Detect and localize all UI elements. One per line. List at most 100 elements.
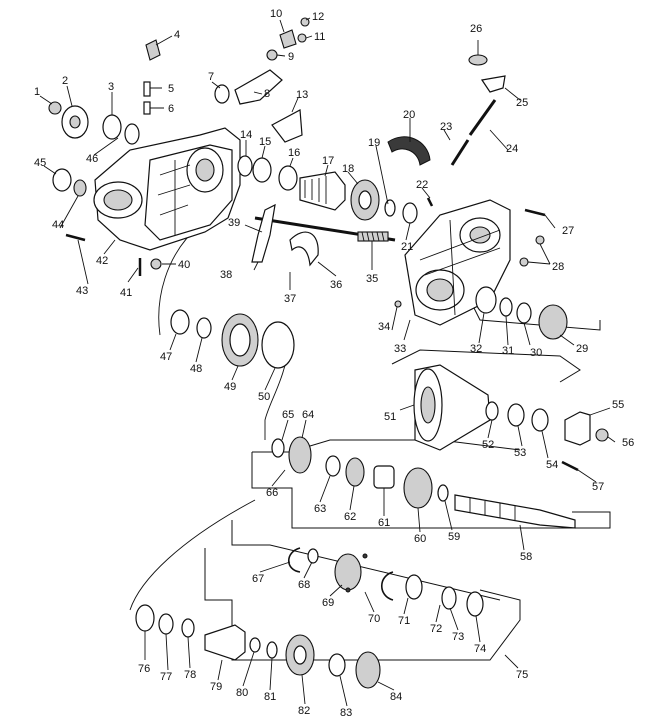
- shift-fork-36: [289, 231, 319, 267]
- callout-56: 56: [622, 437, 634, 449]
- callout-61: 61: [378, 517, 390, 529]
- ring-52: [485, 401, 499, 421]
- callout-78: 78: [184, 669, 196, 681]
- callout-52: 52: [482, 439, 494, 451]
- callout-83: 83: [340, 707, 352, 719]
- callout-16: 16: [288, 147, 300, 159]
- callout-50: 50: [258, 391, 270, 403]
- shaft-58-splines: [469, 498, 516, 520]
- callout-63: 63: [314, 503, 326, 515]
- callout-39: 39: [228, 217, 240, 229]
- callout-12: 12: [312, 11, 324, 23]
- callout-81: 81: [264, 691, 276, 703]
- callout-79: 79: [210, 681, 222, 693]
- sprocket-49-hub: [229, 323, 251, 357]
- callout-60: 60: [414, 533, 426, 545]
- sleeve-61: [373, 465, 395, 489]
- bearing-74: [466, 591, 484, 617]
- callout-40: 40: [178, 259, 190, 271]
- callout-65: 65: [282, 409, 294, 421]
- dowel-28b: [519, 257, 529, 267]
- callout-1: 1: [34, 86, 40, 98]
- callout-68: 68: [298, 579, 310, 591]
- callout-48: 48: [190, 363, 202, 375]
- callout-8: 8: [264, 88, 270, 100]
- ring-77: [158, 613, 174, 635]
- callout-45: 45: [34, 157, 46, 169]
- callout-41: 41: [120, 287, 132, 299]
- bolt-27: [524, 208, 546, 217]
- callout-76: 76: [138, 663, 150, 675]
- chain-sprocket-parts: [170, 309, 295, 369]
- callout-62: 62: [344, 511, 356, 523]
- bearing-32: [475, 286, 497, 314]
- bolt-57: [561, 460, 579, 472]
- callout-29: 29: [576, 343, 588, 355]
- callout-36: 36: [330, 279, 342, 291]
- pin-6: [143, 101, 151, 115]
- callout-14: 14: [240, 129, 252, 141]
- callout-32: 32: [470, 343, 482, 355]
- extension-51-bore: [420, 386, 436, 424]
- ring-68: [307, 548, 319, 564]
- chain-20: [387, 136, 431, 166]
- rear-top-fittings: [450, 54, 546, 267]
- ring-80: [249, 637, 261, 653]
- callout-75: 75: [516, 669, 528, 681]
- gear-84: [355, 651, 381, 689]
- pin-5: [143, 81, 151, 97]
- callout-54: 54: [546, 459, 558, 471]
- flange-55: [564, 411, 591, 446]
- callout-53: 53: [514, 447, 526, 459]
- seal-54: [531, 408, 549, 432]
- rear-case-half: [404, 199, 511, 326]
- group-outlines: [129, 224, 611, 661]
- callout-46: 46: [86, 153, 98, 165]
- callout-4: 4: [174, 29, 180, 41]
- callout-59: 59: [448, 531, 460, 543]
- callout-7: 7: [208, 71, 214, 83]
- hub-79: [204, 624, 246, 661]
- callout-5: 5: [168, 83, 174, 95]
- callout-13: 13: [296, 89, 308, 101]
- callout-58: 58: [520, 551, 532, 563]
- ring-30: [516, 302, 532, 324]
- oring-7: [214, 84, 230, 104]
- extension-housing-parts: [413, 364, 609, 472]
- rear-case-bore-inner: [426, 278, 454, 302]
- cover-13: [271, 109, 303, 143]
- callout-42: 42: [96, 255, 108, 267]
- callout-44: 44: [52, 219, 64, 231]
- callout-69: 69: [322, 597, 334, 609]
- mainshaft-parts: [271, 436, 576, 529]
- callout-9: 9: [288, 51, 294, 63]
- ring-72: [405, 574, 423, 600]
- bracket-8: [234, 69, 283, 105]
- plug-40: [150, 258, 162, 270]
- callout-71: 71: [398, 615, 410, 627]
- ring-78: [181, 618, 195, 638]
- hub-62: [345, 457, 365, 487]
- ring-16: [278, 165, 298, 191]
- callout-labels: 1 2 3 4 5 6 7 8 9 10 11 12 13 14 15 16 1…: [34, 8, 634, 719]
- callout-33: 33: [394, 343, 406, 355]
- callout-77: 77: [160, 671, 172, 683]
- callout-11: 11: [314, 31, 325, 43]
- callout-21: 21: [401, 241, 413, 253]
- group-outline-66: [251, 452, 611, 529]
- carrier-69: [334, 553, 362, 591]
- ring-44: [73, 179, 87, 197]
- leader-lines: [39, 17, 616, 707]
- callout-27: 27: [562, 225, 574, 237]
- rear-route-line: [129, 499, 256, 611]
- ring-76: [135, 604, 155, 632]
- callout-28: 28: [552, 261, 564, 273]
- spring-35-coils: [361, 231, 385, 242]
- callout-49: 49: [224, 381, 236, 393]
- input-shaft-parts: [237, 136, 434, 224]
- ring-31: [499, 297, 513, 317]
- ring-19: [384, 199, 396, 217]
- bolt-11: [297, 33, 307, 43]
- vent-4: [145, 39, 161, 61]
